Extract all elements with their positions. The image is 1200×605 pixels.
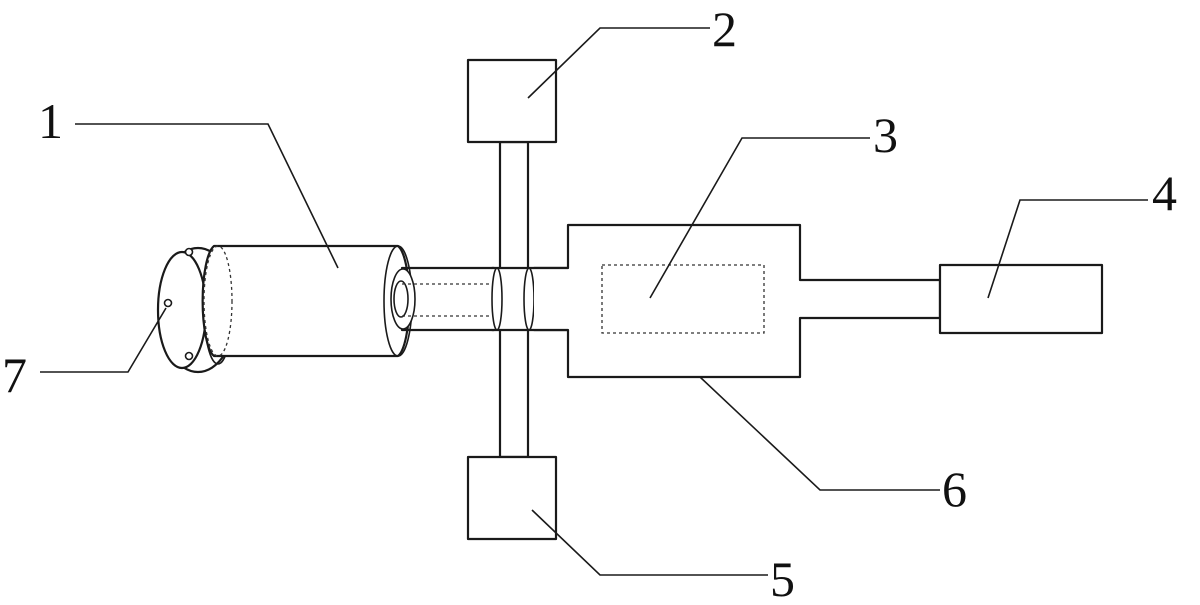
label-4: 4	[1152, 165, 1177, 221]
leader-lines	[40, 27, 1148, 576]
bottom-block	[466, 455, 558, 541]
top-block	[466, 58, 558, 144]
inner-component	[601, 264, 765, 334]
callout-labels: 1 2 3 4 5 6 7	[2, 1, 1177, 605]
label-1: 1	[38, 93, 63, 149]
flange-hole	[184, 247, 194, 257]
flange-hole	[163, 298, 173, 308]
right-block	[938, 263, 1104, 335]
housing	[532, 223, 942, 379]
label-3: 3	[873, 107, 898, 163]
label-2: 2	[712, 1, 737, 57]
label-7: 7	[2, 347, 27, 403]
label-5: 5	[770, 551, 795, 605]
main-cylinder	[201, 244, 413, 358]
flange-hole	[184, 351, 194, 361]
label-6: 6	[942, 461, 967, 517]
